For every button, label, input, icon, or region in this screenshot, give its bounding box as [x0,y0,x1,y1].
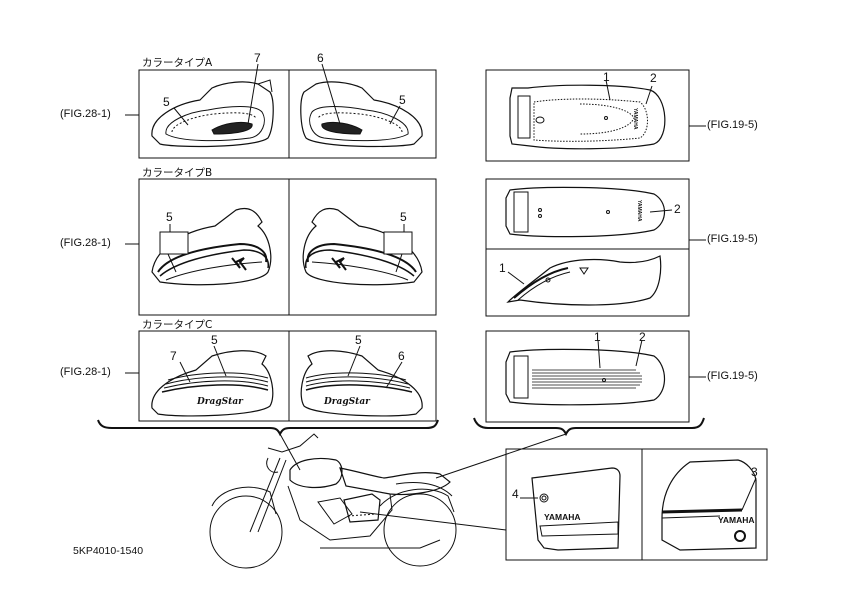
callout-b-right-5: 5 [400,210,407,224]
fig-ref-right-b: (FIG.19-5) [707,233,758,245]
callout-c-right-5: 5 [355,333,362,347]
panel-seat-b [485,178,690,317]
callout-rc-1: 1 [594,330,601,344]
caption-type-a: カラータイプA [142,57,213,69]
callout-rc-2: 2 [639,330,646,344]
caption-type-c: カラータイプC [142,319,213,331]
panel-type-b [138,178,437,316]
callout-rb-2: 2 [674,202,681,216]
callout-c-right-6: 6 [398,349,405,363]
fig-ref-left-a: (FIG.28-1) [60,108,111,120]
seat-a-yamaha: YAMAHA [632,108,638,130]
fig-ref-left-b: (FIG.28-1) [60,237,111,249]
callout-ra-2: 2 [650,71,657,85]
emblem-dragstar-right: DragStar [324,397,370,407]
callout-rb-1: 1 [499,261,506,275]
panel-side-cover [505,448,768,561]
callout-a-left-7: 7 [254,51,261,65]
caption-type-b: カラータイプB [142,167,213,179]
emblem-yamaha-left: YAMAHA [544,512,581,522]
callout-b-left-5: 5 [166,210,173,224]
callout-a-right-5: 5 [399,93,406,107]
panel-type-a [138,69,437,159]
panel-type-c [138,330,437,422]
seat-b-yamaha: YAMAHA [636,200,642,222]
callout-c-left-7: 7 [170,349,177,363]
emblem-yamaha-right: YAMAHA [718,515,755,525]
panel-seat-a [485,69,690,162]
callout-a-right-6: 6 [317,51,324,65]
callout-c-left-5: 5 [211,333,218,347]
fig-ref-left-c: (FIG.28-1) [60,366,111,378]
callout-side-3: 3 [751,465,758,479]
callout-ra-1: 1 [603,70,610,84]
fig-ref-right-c: (FIG.19-5) [707,370,758,382]
emblem-dragstar-left: DragStar [197,397,243,407]
callout-a-left-5: 5 [163,95,170,109]
fig-ref-right-a: (FIG.19-5) [707,119,758,131]
panel-seat-c [485,330,690,423]
callout-side-4: 4 [512,487,519,501]
drawing-code: 5KP4010-1540 [73,545,144,557]
